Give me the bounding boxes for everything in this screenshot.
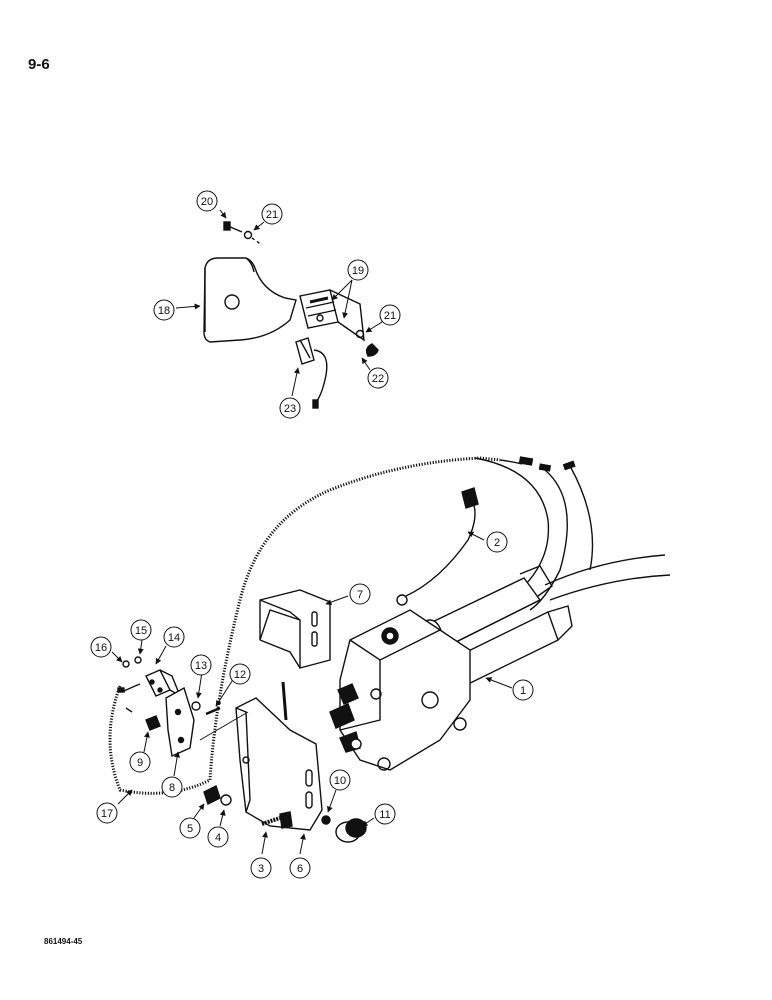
callout-21-right: 21 [379, 304, 401, 326]
callout-6-label: 6 [297, 863, 303, 875]
callout-16: 16 [90, 636, 112, 658]
callout-9: 9 [129, 751, 151, 773]
screw-part-9 [145, 715, 161, 731]
switch-part-14 [117, 669, 182, 713]
callout-1-label: 1 [520, 685, 526, 697]
callout-1: 1 [512, 679, 534, 701]
callout-18: 18 [153, 299, 175, 321]
lead-part-2 [396, 487, 479, 606]
callout-23: 23 [279, 397, 301, 419]
callout-16-label: 16 [95, 642, 107, 654]
control-valve-part-1 [329, 565, 573, 771]
washer-part-21-top [243, 230, 253, 240]
callout-11-label: 11 [379, 809, 390, 821]
washer-part-21-right [355, 329, 365, 339]
callout-12-label: 12 [234, 669, 246, 681]
washer-part-15 [134, 656, 142, 664]
callout-6: 6 [289, 857, 311, 879]
callout-23-label: 23 [284, 403, 296, 415]
callout-8: 8 [161, 776, 183, 798]
callout-10-label: 10 [334, 775, 346, 787]
callout-11: 11 [374, 803, 396, 825]
screw-part-20 [223, 221, 243, 233]
callout-15-label: 15 [135, 625, 147, 637]
callout-13-label: 13 [195, 660, 207, 672]
callout-14-label: 14 [168, 632, 180, 644]
callout-12: 12 [229, 663, 251, 685]
callout-18-label: 18 [158, 305, 170, 317]
callout-21-top-label: 21 [266, 209, 278, 221]
screw-part-12 [205, 706, 221, 716]
callout-10: 10 [329, 769, 351, 791]
callout-17: 17 [96, 802, 118, 824]
leader-lines [111, 209, 513, 855]
callout-13: 13 [190, 654, 212, 676]
callout-7: 7 [349, 583, 371, 605]
callout-9-label: 9 [137, 757, 143, 769]
page-number: 9-6 [28, 56, 50, 73]
callout-15: 15 [130, 619, 152, 641]
nut-part-10 [321, 815, 331, 825]
nut-part-16 [122, 660, 130, 668]
callout-2: 2 [486, 531, 508, 553]
callout-4: 4 [207, 826, 229, 848]
callout-19-label: 19 [352, 265, 364, 277]
upper-assembly [203, 221, 379, 409]
callout-17-label: 17 [101, 808, 113, 820]
mounting-plate-part-6 [199, 697, 323, 831]
callout-19: 19 [347, 259, 369, 281]
block-part-19 [299, 289, 365, 342]
callout-3: 3 [250, 857, 272, 879]
callout-2-label: 2 [494, 537, 500, 549]
bracket-part-8 [165, 686, 195, 758]
callout-22-label: 22 [372, 373, 384, 385]
callouts: 20 21 18 19 21 22 23 2 7 1 16 15 14 13 1… [90, 190, 534, 879]
callout-3-label: 3 [258, 863, 264, 875]
washer-part-4 [220, 794, 232, 806]
callout-14: 14 [163, 626, 185, 648]
screw-part-3 [261, 811, 293, 829]
cover-part-7 [259, 589, 331, 721]
callout-20: 20 [196, 190, 218, 212]
lower-assembly [108, 456, 671, 843]
callout-5-label: 5 [187, 823, 193, 835]
bracket-part-18 [203, 257, 297, 343]
knob-part-11 [335, 818, 367, 843]
nut-part-5 [203, 785, 221, 805]
callout-5: 5 [179, 817, 201, 839]
callout-8-label: 8 [169, 782, 175, 794]
harness-part-17 [108, 456, 501, 795]
drawing-code: 861494-45 [44, 937, 83, 946]
washer-part-13 [191, 701, 201, 711]
callout-4-label: 4 [215, 832, 221, 844]
callout-20-label: 20 [201, 196, 213, 208]
sensor-part-23 [295, 337, 328, 409]
callout-21-top: 21 [261, 203, 283, 225]
callout-22: 22 [367, 367, 389, 389]
callout-7-label: 7 [357, 589, 363, 601]
callout-21-right-label: 21 [384, 310, 396, 322]
clip-part-22 [365, 343, 379, 357]
